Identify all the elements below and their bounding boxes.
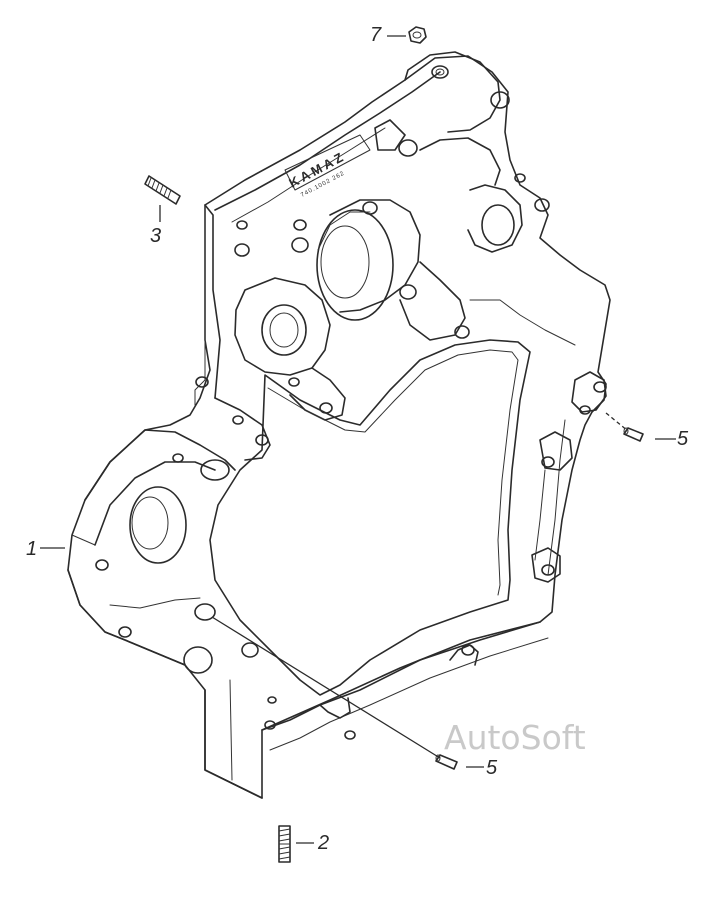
part-2-stud bbox=[278, 825, 291, 863]
callout-3: 3 bbox=[150, 225, 162, 247]
part-5-dowel-upper bbox=[623, 427, 644, 442]
leader-lines bbox=[40, 35, 676, 844]
leader-5-lower bbox=[211, 616, 441, 759]
part-7-nut bbox=[408, 26, 427, 44]
leader-5-upper-dash bbox=[605, 412, 629, 432]
callout-2: 2 bbox=[318, 832, 330, 854]
callout-5-lower: 5 bbox=[486, 757, 498, 779]
callout-7: 7 bbox=[370, 24, 382, 46]
watermark-text: AutoSoft bbox=[444, 718, 586, 757]
timing-cover: KAMAZ 740.1002 262 bbox=[67, 51, 611, 799]
part-3-stud bbox=[144, 175, 181, 205]
callout-1: 1 bbox=[26, 538, 38, 560]
callout-5-upper: 5 bbox=[677, 428, 689, 450]
